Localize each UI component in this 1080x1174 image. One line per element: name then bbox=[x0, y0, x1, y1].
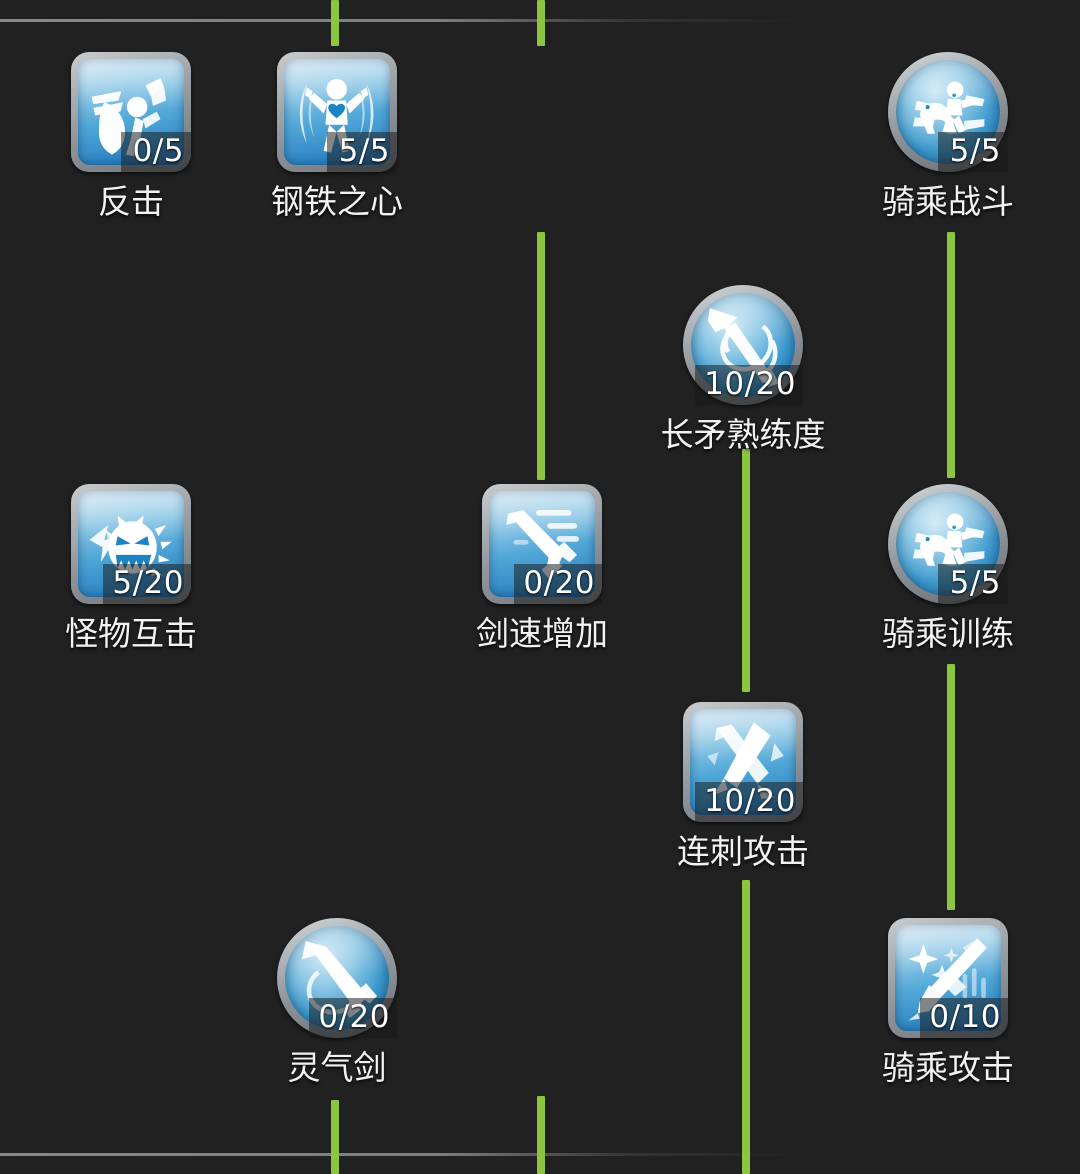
skill-rank-badge: 0/20 bbox=[309, 998, 397, 1038]
skill-node-iron-heart[interactable]: 5/5 钢铁之心 bbox=[262, 52, 412, 222]
mounted-rider-icon bbox=[896, 492, 1000, 596]
skill-node-multi-thrust[interactable]: 10/20 连刺攻击 bbox=[668, 702, 818, 872]
crossed-spears-icon bbox=[690, 709, 796, 815]
skill-label: 骑乘攻击 bbox=[882, 1048, 1014, 1087]
skill-rank-badge: 5/5 bbox=[938, 564, 1008, 604]
skill-icon-mounted-combat[interactable]: 5/5 bbox=[888, 52, 1008, 172]
skill-label: 怪物互击 bbox=[65, 614, 197, 653]
skill-icon-monster-strike[interactable]: 5/20 bbox=[71, 484, 191, 604]
skill-label: 连刺攻击 bbox=[677, 832, 809, 871]
skill-icon-spirit-sword[interactable]: 0/20 bbox=[277, 918, 397, 1038]
skill-icon-mounted-attack[interactable]: 0/10 bbox=[888, 918, 1008, 1038]
link-col4-top bbox=[947, 232, 955, 478]
icon-frame-square bbox=[71, 52, 191, 172]
link-col3-mid bbox=[742, 449, 750, 692]
skill-node-spear-proficiency[interactable]: 10/20 长矛熟练度 bbox=[661, 285, 826, 455]
skill-label: 骑乘训练 bbox=[882, 614, 1014, 653]
skill-node-counter-attack[interactable]: 0/5 反击 bbox=[56, 52, 206, 222]
link-col2-bot bbox=[537, 1096, 545, 1174]
skill-label: 反击 bbox=[98, 182, 164, 221]
skill-rank-badge: 0/5 bbox=[121, 132, 191, 172]
skill-icon-riding-training[interactable]: 5/5 bbox=[888, 484, 1008, 604]
skill-rank-badge: 10/20 bbox=[695, 365, 803, 405]
swift-sword-icon bbox=[489, 491, 595, 597]
skill-icon-spear-proficiency[interactable]: 10/20 bbox=[683, 285, 803, 405]
skill-icon-iron-heart[interactable]: 5/5 bbox=[277, 52, 397, 172]
skill-label: 灵气剑 bbox=[287, 1048, 387, 1087]
icon-background bbox=[78, 59, 184, 165]
skill-node-riding-training[interactable]: 5/5 骑乘训练 bbox=[873, 484, 1023, 654]
mounted-rider-icon bbox=[896, 60, 1000, 164]
skill-node-mounted-attack[interactable]: 0/10 骑乘攻击 bbox=[873, 918, 1023, 1088]
skill-icon-counter-attack[interactable]: 0/5 bbox=[71, 52, 191, 172]
skill-rank-badge: 5/20 bbox=[103, 564, 191, 604]
link-col1-bot bbox=[331, 1100, 339, 1174]
skill-icon-multi-thrust[interactable]: 10/20 bbox=[683, 702, 803, 822]
skill-rank-badge: 10/20 bbox=[695, 782, 803, 822]
link-col4-mid bbox=[947, 664, 955, 910]
skill-rank-badge: 0/20 bbox=[514, 564, 602, 604]
link-top-col1 bbox=[331, 0, 339, 46]
skill-node-sword-speed[interactable]: 0/20 剑速增加 bbox=[467, 484, 617, 654]
skill-node-mounted-combat[interactable]: 5/5 骑乘战斗 bbox=[873, 52, 1023, 222]
link-col2-mid bbox=[537, 232, 545, 480]
skill-label: 剑速增加 bbox=[476, 614, 608, 653]
skill-rank-badge: 0/10 bbox=[920, 998, 1008, 1038]
link-top-col2 bbox=[537, 0, 545, 46]
skill-node-spirit-sword[interactable]: 0/20 灵气剑 bbox=[262, 918, 412, 1088]
skill-label: 骑乘战斗 bbox=[882, 182, 1014, 221]
monster-face-icon bbox=[78, 491, 184, 597]
bottom-divider bbox=[0, 1153, 800, 1156]
skill-rank-badge: 5/5 bbox=[938, 132, 1008, 172]
shield-sword-icon bbox=[78, 59, 184, 165]
icon-background bbox=[78, 491, 184, 597]
figure-heart-icon bbox=[284, 59, 390, 165]
link-col3-low bbox=[742, 880, 750, 1174]
skill-label: 长矛熟练度 bbox=[660, 415, 826, 454]
top-divider bbox=[0, 19, 800, 22]
skill-node-monster-strike[interactable]: 5/20 怪物互击 bbox=[56, 484, 206, 654]
skill-label: 钢铁之心 bbox=[271, 182, 403, 221]
skill-icon-sword-speed[interactable]: 0/20 bbox=[482, 484, 602, 604]
skill-rank-badge: 5/5 bbox=[327, 132, 397, 172]
icon-background bbox=[690, 709, 796, 815]
